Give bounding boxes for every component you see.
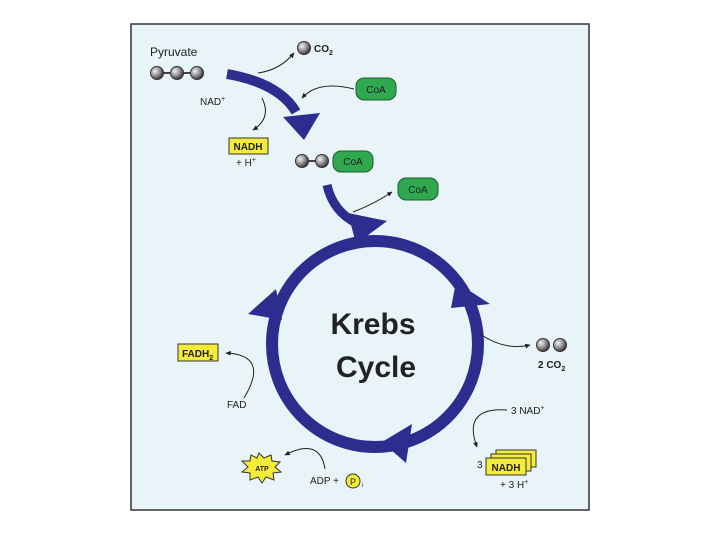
coa-in-arrow [301,85,355,99]
nadh-right-badge-stack [485,449,537,476]
krebs-cycle-ring [266,235,484,453]
nadh-top-badge [228,137,269,155]
cycle-arrowhead-right [451,282,490,308]
h-plus-top-label: + H+ [236,157,256,169]
coa-release-arrow [352,191,393,213]
nad-plus-top-label: NAD+ [200,96,225,108]
fad-label: FAD [227,400,246,411]
acetyl-coa-molecule [295,154,329,168]
acetyl-coa-label: CoA [343,157,363,168]
nad-to-nadh-right-arrow [472,409,508,448]
co2-top-molecule [297,41,311,55]
cycle-title-line2: Cycle [336,351,416,384]
co2-out-label: 2 CO2 [538,360,565,373]
pyruvate-to-acetyl-arrow [226,69,320,140]
atp-burst [240,452,283,484]
nadh-top-label: NADH [234,142,263,153]
atp-label: ATP [255,466,269,473]
coa-in-label: CoA [366,85,386,96]
cycle-title-line1: Krebs [330,308,415,341]
co2-out-arrow [479,333,531,349]
nadh-right-label: NADH [492,463,521,474]
pyruvate-label: Pyruvate [150,45,198,59]
adp-plus-label: ADP + [310,476,339,487]
phosphate-label: P [350,477,356,487]
cycle-arrowhead-bottom [382,424,412,463]
acetyl-to-cycle-arrow [322,183,387,244]
coa-out-badge [397,177,439,201]
h-plus-right-label: + 3 H+ [500,479,528,491]
co2-top-label: CO2 [314,44,333,57]
coa-in-badge [355,77,397,101]
fad-to-fadh2-arrow [225,350,255,399]
phosphate-subscript: i [362,483,363,489]
co2-release-arrow [257,52,295,74]
coa-out-label: CoA [408,185,428,196]
fadh2-label: FADH2 [182,349,213,362]
nad-to-nadh-arrow [252,97,266,131]
diagram-frame [130,23,590,511]
co2-out-molecules [536,338,567,352]
phosphate-badge [345,473,361,489]
pyruvate-molecule [150,66,204,80]
nadh-multiplier-label: 3 [477,460,483,471]
nad-plus-right-label: 3 NAD+ [511,405,545,417]
cycle-arrowhead-left [248,289,282,320]
adp-to-atp-arrow [284,448,326,470]
acetyl-coa-badge [332,150,374,173]
fadh2-badge [177,343,219,362]
